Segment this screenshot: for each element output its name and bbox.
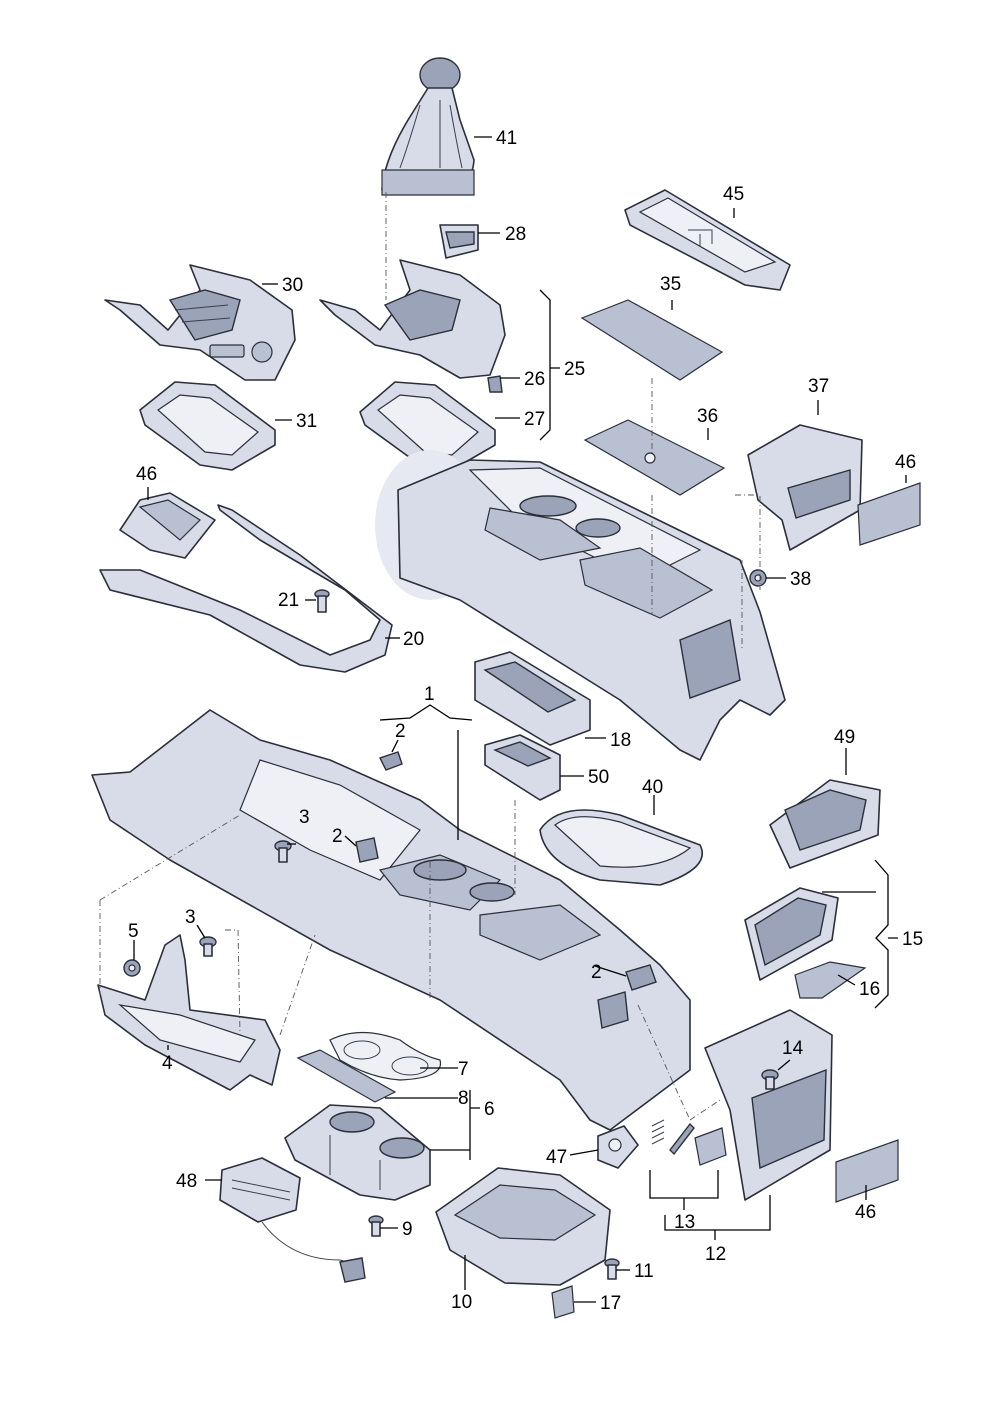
callout-45: 45 (723, 184, 744, 205)
callout-10: 10 (451, 1292, 472, 1313)
callout-41: 41 (496, 128, 517, 149)
part-50-switch (484, 734, 561, 801)
callout-48: 48 (176, 1171, 197, 1192)
callout-50: 50 (588, 767, 609, 788)
callout-8: 8 (458, 1088, 469, 1109)
callout-3-b: 3 (185, 907, 196, 928)
callout-26: 26 (524, 369, 545, 390)
callout-35: 35 (660, 274, 681, 295)
part-49-rear-vent (769, 779, 881, 869)
part-13-spring-set (651, 1119, 727, 1166)
callout-4: 4 (162, 1053, 173, 1074)
part-30-shift-trim-panel (104, 264, 296, 381)
part-7-cupholder-trim (329, 1031, 442, 1081)
part-15-vent-housing (744, 887, 839, 981)
part-45-tray (624, 189, 791, 291)
callout-9: 9 (402, 1219, 413, 1240)
part-41-shift-boot (381, 57, 475, 196)
callout-37: 37 (808, 376, 829, 397)
part-28-insert (439, 224, 479, 259)
alignment-lines (99, 192, 761, 1121)
callout-6: 6 (484, 1099, 495, 1120)
callout-38: 38 (790, 569, 811, 590)
part-2-clip-a (379, 751, 403, 771)
callout-49: 49 (834, 727, 855, 748)
callout-16: 16 (859, 979, 880, 1000)
callout-labels: 41 28 45 30 35 26 25 31 27 37 36 46 46 4… (128, 128, 923, 1314)
part-21-screw (314, 589, 330, 613)
callout-21: 21 (278, 590, 299, 611)
callout-46-c: 46 (855, 1202, 876, 1223)
callout-17: 17 (600, 1293, 621, 1314)
callout-7: 7 (458, 1059, 469, 1080)
callout-36: 36 (697, 406, 718, 427)
part-36-mat (583, 419, 726, 496)
callout-12: 12 (705, 1244, 726, 1265)
part-8-liner (296, 1049, 397, 1103)
callout-28: 28 (505, 224, 526, 245)
part-18-switch-panel (474, 651, 591, 746)
part-40-armrest-lid (539, 809, 703, 886)
callout-2-c: 2 (591, 962, 602, 983)
callout-15: 15 (902, 929, 923, 950)
part-17-cap (551, 1285, 575, 1319)
part-26-clip (487, 375, 503, 393)
callout-2-a: 2 (395, 721, 406, 742)
part-47-trim (597, 1125, 639, 1169)
part-46-cover-b (857, 482, 921, 546)
part-46-cover-a (119, 492, 216, 559)
part-35-mat (580, 299, 724, 381)
callout-14: 14 (782, 1038, 804, 1059)
part-4-bracket (97, 934, 281, 1091)
callout-27: 27 (524, 409, 545, 430)
part-37-vent-panel (747, 424, 863, 551)
part-16-panel (794, 961, 867, 999)
part-2-clip-b (355, 837, 379, 863)
callout-46-a: 46 (136, 464, 157, 485)
callout-47: 47 (546, 1147, 567, 1168)
callout-18: 18 (610, 730, 631, 751)
part-2-clip-c (625, 964, 657, 991)
part-31-frame (139, 381, 276, 471)
callout-11: 11 (634, 1261, 654, 1282)
part-46-cover-c (835, 1139, 899, 1203)
callout-2-b: 2 (332, 826, 343, 847)
part-14-screw (761, 1069, 779, 1090)
callout-46-b: 46 (895, 452, 916, 473)
part-20-side-trim (99, 504, 393, 673)
part-6-cupholder (284, 1104, 431, 1201)
part-48-module (219, 1157, 366, 1283)
console-upper-assembly (375, 450, 786, 761)
part-11-screw (604, 1258, 620, 1280)
leader-lines (133, 136, 907, 1303)
part-25-gear-trim (319, 259, 506, 379)
part-3-screw-b (199, 936, 217, 957)
part-9-screw (368, 1215, 384, 1237)
callout-20: 20 (403, 629, 424, 650)
callout-31: 31 (296, 411, 317, 432)
part-5-nut (123, 959, 141, 977)
part-12-rear-panel (704, 1009, 833, 1201)
callout-1: 1 (424, 684, 435, 705)
part-10-storage-box (435, 1167, 611, 1286)
part-38-nut (749, 569, 767, 587)
callout-25: 25 (564, 359, 585, 380)
callout-5: 5 (128, 921, 139, 942)
callout-3-a: 3 (299, 807, 310, 828)
callout-40: 40 (642, 777, 663, 798)
callout-30: 30 (282, 275, 303, 296)
callout-13: 13 (674, 1212, 695, 1233)
